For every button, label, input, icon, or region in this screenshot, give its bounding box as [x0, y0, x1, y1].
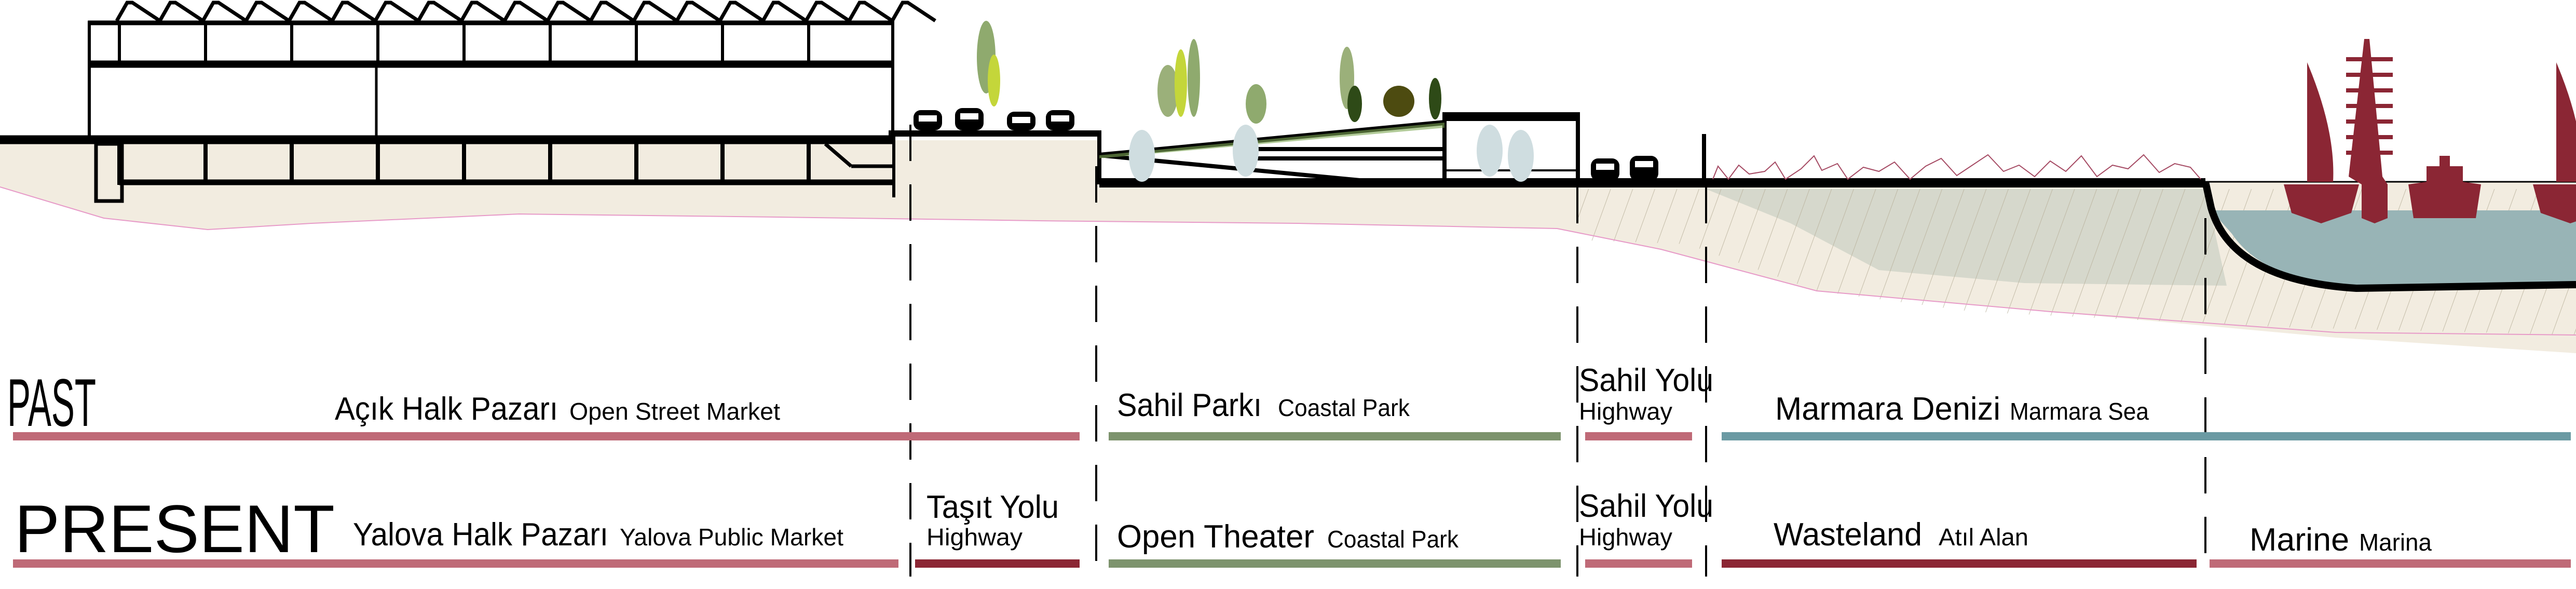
boat-hull-icon [2533, 184, 2576, 223]
zone-bar [1109, 559, 1561, 568]
car-window [1012, 117, 1030, 123]
coastal-park-structure [1099, 112, 2205, 188]
car-window [1596, 164, 1614, 170]
zone-bar [1722, 432, 2571, 440]
sea-water [2211, 210, 2576, 288]
car-window [919, 115, 937, 122]
ship-yard [2346, 135, 2393, 139]
zone-label-en: Highway [1579, 398, 1672, 425]
zone-label-tr: Açık Halk Pazarı [335, 391, 558, 427]
zone-label-en: Yalova Public Market [620, 524, 843, 551]
ship-group [2284, 39, 2576, 223]
zone-bar [2210, 559, 2571, 568]
tall-ship-icon [2349, 39, 2388, 223]
ship-yard [2346, 57, 2393, 61]
past-heading: PAST [7, 365, 96, 440]
tree-icon [1175, 49, 1187, 117]
sail-icon [2556, 62, 2576, 182]
zone-divider-lines [909, 125, 2206, 577]
tree-icon [1429, 78, 1441, 119]
zone-label-en: Marmara Sea [2010, 398, 2149, 425]
zone-label-en: Highway [1579, 524, 1672, 551]
past-row: PAST Açık Halk Pazarı Open Street Market… [7, 363, 2571, 440]
car-group [914, 108, 1658, 181]
ghost-tree-icon [1508, 130, 1534, 182]
ship-yard [2346, 119, 2393, 124]
tree-icon [1347, 86, 1362, 122]
tree-icon [988, 55, 1000, 106]
tree-icon [1157, 65, 1178, 117]
car-icon [1630, 156, 1658, 181]
sawtooth-roof [115, 1, 936, 23]
car-window [960, 113, 978, 119]
motor-ship-icon [2408, 156, 2481, 218]
tree-icon [1188, 39, 1200, 117]
zone-bar [1722, 559, 2197, 568]
quay-wall-seabed [2202, 181, 2576, 292]
zone-label-tr: Sahil Parkı [1117, 387, 1262, 423]
tree-icon [1246, 84, 1266, 124]
zone-label-en: Highway [926, 524, 1023, 551]
zone-bar [1585, 432, 1692, 440]
boat-hull-icon [2284, 184, 2359, 223]
ghost-tree-icon [1477, 125, 1503, 177]
zone-label-en: Coastal Park [1327, 526, 1459, 553]
zone-label-en: Open Street Market [569, 398, 780, 425]
zone-bar [915, 559, 1080, 568]
ghost-tree-icon [1129, 130, 1155, 182]
zone-label-tr: Taşıt Yolu [926, 489, 1059, 525]
present-row: PRESENT Yalova Halk Pazarı Yalova Public… [13, 488, 2571, 568]
car-window [1051, 115, 1069, 122]
zone-label-tr: Marmara Denizi [1775, 391, 2000, 427]
ship-yard [2346, 73, 2393, 77]
ship-yard [2346, 104, 2393, 108]
zone-label-tr: Open Theater [1117, 519, 1314, 555]
market-building [0, 1, 936, 203]
zone-bar [1585, 559, 1692, 568]
ship-yard [2346, 151, 2393, 155]
zone-label-tr: Sahil Yolu [1579, 488, 1713, 524]
zone-label-en: Atıl Alan [1939, 524, 2028, 551]
soil-boundary-line [0, 186, 2576, 336]
zone-label-tr: Yalova Halk Pazarı [353, 517, 608, 553]
present-heading: PRESENT [15, 491, 335, 567]
zone-label-en: Marina [2359, 529, 2432, 556]
sail-icon [2307, 62, 2334, 182]
ghost-tree-icon [1233, 125, 1259, 177]
grass-strip [1099, 123, 1444, 158]
zone-label-tr: Sahil Yolu [1579, 363, 1713, 398]
zone-bar [1109, 432, 1561, 440]
wasteland-vegetation-sketch [1712, 154, 2201, 180]
car-window [1635, 161, 1653, 167]
zone-label-tr: Marine [2250, 522, 2349, 558]
zone-bar [13, 432, 1080, 440]
tree-group [977, 21, 1534, 182]
zone-bar [13, 559, 898, 568]
tree-icon [1383, 86, 1414, 117]
zone-label-tr: Wasteland [1774, 517, 1922, 553]
ship-yard [2346, 88, 2393, 92]
zone-label-en: Coastal Park [1278, 394, 1410, 421]
